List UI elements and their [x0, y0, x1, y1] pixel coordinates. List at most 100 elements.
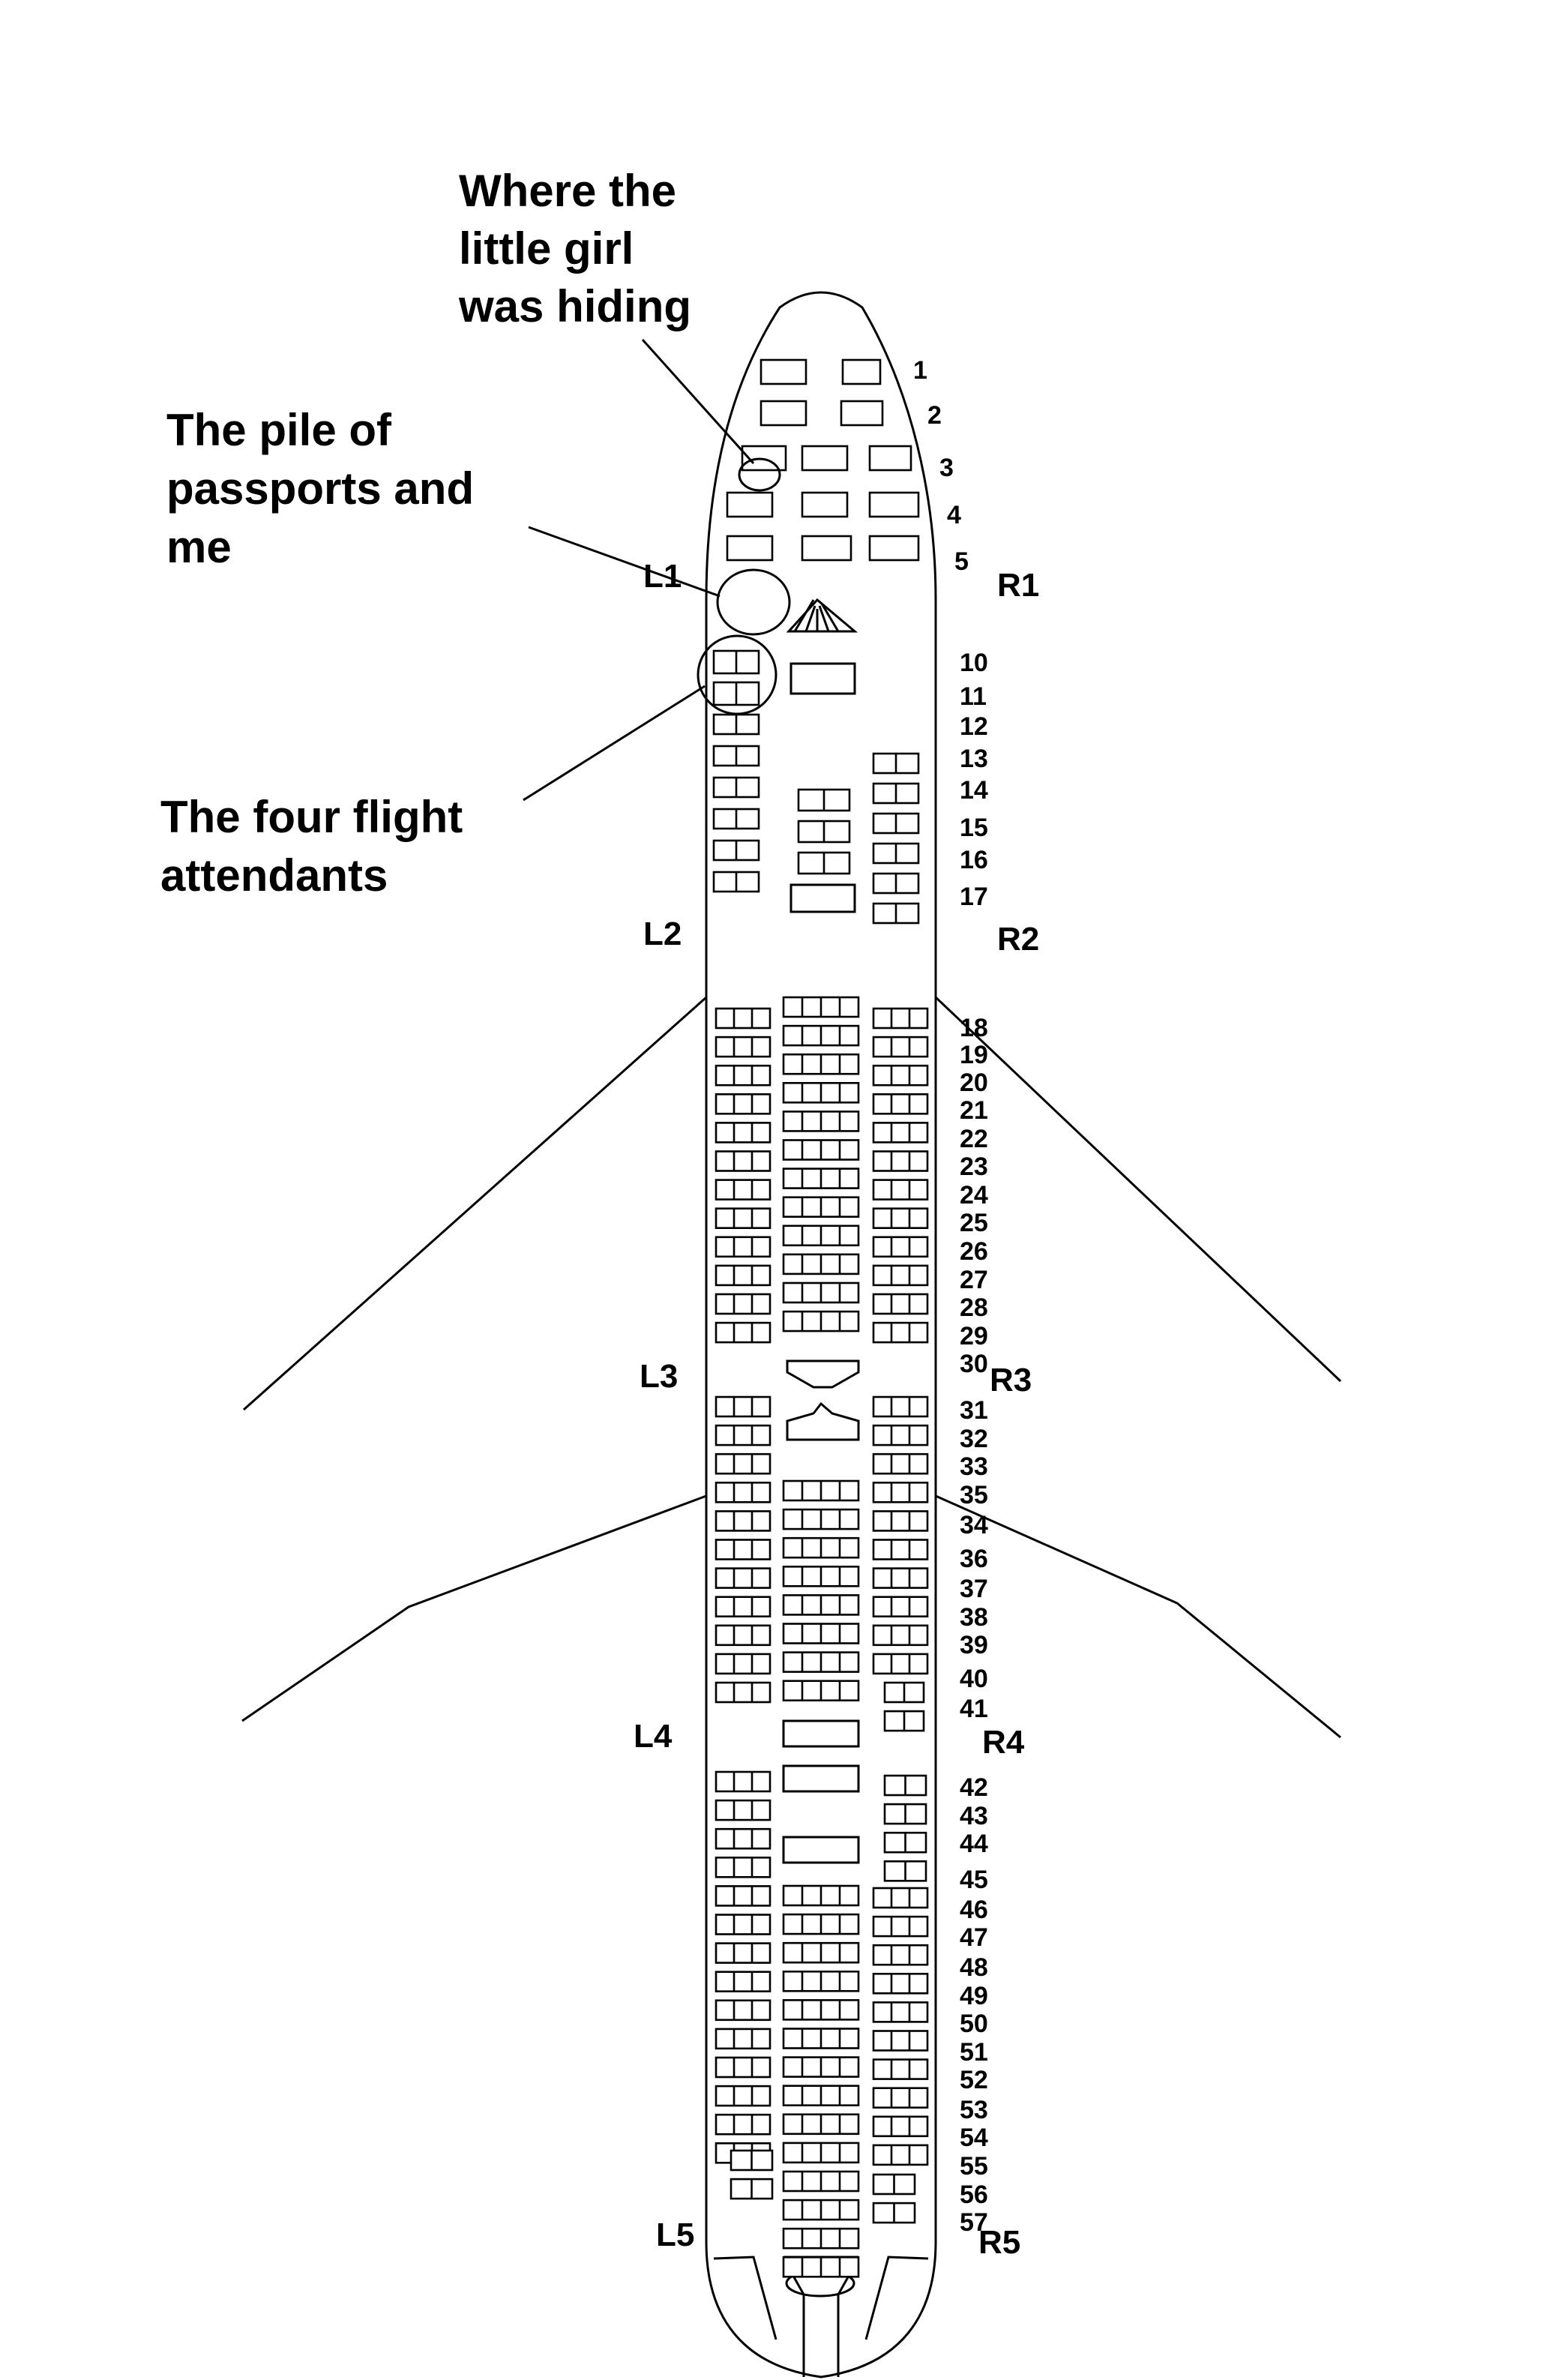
row-number-12: 12 [960, 712, 988, 741]
seat-unit [872, 1150, 929, 1172]
seat-unit [715, 1036, 772, 1058]
first-class-seat [801, 445, 849, 472]
seat-unit [883, 1831, 927, 1854]
seat-unit [872, 1179, 929, 1200]
row-number-53: 53 [960, 2096, 988, 2124]
row-number-22: 22 [960, 1125, 988, 1153]
annotation-passports: The pile of passports and me [166, 405, 474, 572]
row-number-30: 30 [960, 1350, 988, 1378]
seat-unit [872, 2144, 929, 2166]
seat-unit [715, 1770, 772, 1793]
seat-unit [782, 1623, 860, 1644]
seat-blocks [712, 358, 929, 2278]
seat-unit [872, 1973, 929, 1995]
row-number-35: 35 [960, 1481, 988, 1509]
seat-unit [872, 812, 920, 835]
seat-unit [782, 2085, 860, 2106]
row-number-15: 15 [960, 814, 988, 842]
annotation-attendants-line-1: The four flight [160, 792, 463, 842]
seat-unit [883, 1803, 927, 1825]
row-number-31: 31 [960, 1396, 988, 1425]
seat-unit [782, 1196, 860, 1218]
seat-unit [872, 1122, 929, 1144]
seat-unit [872, 872, 920, 895]
seat-unit [730, 2178, 774, 2200]
seat-unit [782, 2256, 860, 2278]
seat-unit [712, 745, 760, 767]
seat-unit [782, 1536, 860, 1559]
row-number-41: 41 [960, 1695, 988, 1723]
seat-unit [715, 1093, 772, 1115]
seat-unit [715, 1624, 772, 1647]
seat-unit [872, 1007, 929, 1030]
seat-unit [872, 1653, 929, 1675]
seat-unit [872, 1915, 929, 1938]
first-class-seat [841, 358, 882, 385]
seat-unit [872, 1596, 929, 1617]
seat-unit [782, 1594, 860, 1616]
row-number-32: 32 [960, 1425, 988, 1453]
seat-unit [782, 2170, 860, 2193]
seat-unit [872, 2087, 929, 2109]
row-number-5: 5 [954, 547, 969, 576]
seat-unit [715, 1064, 772, 1087]
row-number-4: 4 [947, 501, 961, 529]
first-class-seat [760, 400, 807, 427]
row-number-37: 37 [960, 1575, 988, 1603]
row-number-39: 39 [960, 1631, 988, 1659]
seat-unit [715, 1999, 772, 2022]
first-class-seat [868, 535, 920, 562]
seat-unit [782, 1053, 860, 1075]
row-number-43: 43 [960, 1802, 988, 1830]
row-number-38: 38 [960, 1603, 988, 1632]
seat-unit [715, 1424, 772, 1446]
seat-unit [715, 1914, 772, 1935]
seat-unit [872, 1482, 929, 1503]
row-number-50: 50 [960, 2010, 988, 2038]
seat-unit [872, 1264, 929, 1287]
seat-unit [782, 1884, 860, 1907]
row-number-3: 3 [939, 454, 954, 482]
seat-unit [782, 1479, 860, 1502]
seat-unit [712, 713, 760, 736]
first-class-seat [801, 491, 849, 518]
first-class-seat [726, 535, 774, 562]
galley-structures [713, 662, 929, 2377]
seat-unit [872, 1321, 929, 1344]
row-number-29: 29 [960, 1322, 988, 1350]
seat-unit [730, 2149, 774, 2172]
annotation-passports-line-1: The pile of [166, 405, 392, 455]
first-class-seat [868, 491, 920, 518]
row-number-23: 23 [960, 1153, 988, 1181]
row-number-34: 34 [960, 1511, 988, 1539]
seat-unit [715, 1596, 772, 1617]
row-number-14: 14 [960, 776, 988, 805]
row-number-46: 46 [960, 1896, 988, 1924]
seat-unit [872, 2115, 929, 2138]
seat-unit [782, 1281, 860, 1304]
seat-unit [715, 1971, 772, 1992]
row-number-47: 47 [960, 1923, 988, 1952]
row-number-49: 49 [960, 1982, 988, 2010]
seat-unit [872, 2058, 929, 2080]
seat-unit [715, 2028, 772, 2050]
seat-unit [872, 1236, 929, 1258]
seat-unit [715, 1539, 772, 1560]
seat-unit [782, 1680, 860, 1701]
door-l5: L5 [656, 2217, 694, 2253]
seat-unit [782, 1310, 860, 1332]
seat-unit [872, 1624, 929, 1647]
seat-unit [872, 1424, 929, 1446]
annotation-markers [523, 338, 791, 802]
seat-unit [872, 842, 920, 865]
seat-unit [715, 1321, 772, 1344]
seat-unit [715, 1885, 772, 1907]
row-number-20: 20 [960, 1069, 988, 1097]
door-r3: R3 [990, 1362, 1032, 1398]
seat-unit [715, 1150, 772, 1172]
seat-unit [872, 1510, 929, 1532]
seat-unit [715, 1942, 772, 1964]
seat-unit [715, 2085, 772, 2107]
seat-unit [782, 1024, 860, 1047]
seat-unit [715, 1799, 772, 1821]
